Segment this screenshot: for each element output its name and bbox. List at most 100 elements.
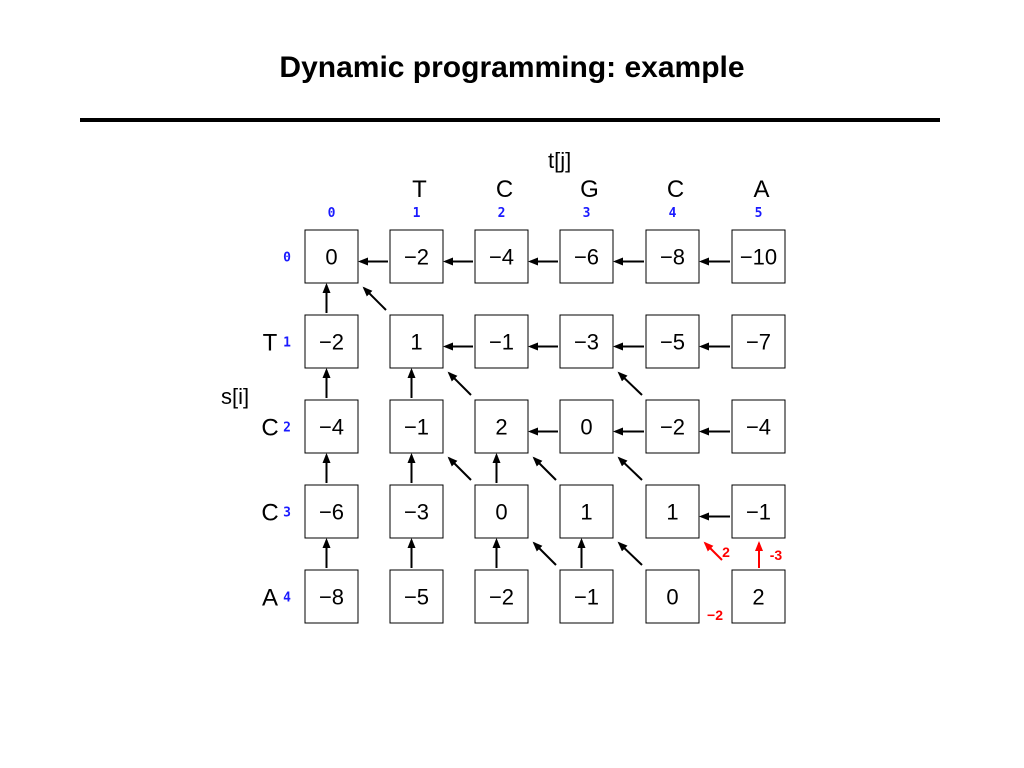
s-letter: T xyxy=(263,330,278,357)
cell-box xyxy=(645,484,700,539)
s-axis-label: s[i] xyxy=(221,384,249,409)
cell-box xyxy=(389,569,444,624)
cell-value: 1 xyxy=(580,500,592,525)
cell-box xyxy=(474,229,529,284)
matrix-cell: 1 xyxy=(559,484,614,539)
t-letter: C xyxy=(667,176,684,203)
cell-box xyxy=(731,314,786,369)
cell-value: 1 xyxy=(666,500,678,525)
cell-box xyxy=(645,569,700,624)
cell-value: −1 xyxy=(574,585,599,610)
matrix-cell: 2 xyxy=(474,399,529,454)
cell-value: 2 xyxy=(752,585,764,610)
cell-value: −8 xyxy=(319,585,344,610)
row-index: 4 xyxy=(283,591,291,606)
cell-value: −4 xyxy=(319,415,344,440)
column-index: 0 xyxy=(328,206,336,221)
matrix-cell: −2 xyxy=(645,399,700,454)
matrix-cell: −3 xyxy=(389,484,444,539)
s-letter: C xyxy=(261,500,278,527)
diagonal-pointer-arrow xyxy=(532,541,557,566)
cell-value: −1 xyxy=(489,330,514,355)
cell-box xyxy=(559,399,614,454)
cell-box xyxy=(731,229,786,284)
cell-box xyxy=(559,569,614,624)
cell-value: 0 xyxy=(580,415,592,440)
cell-box xyxy=(731,484,786,539)
diagonal-pointer-arrow xyxy=(617,456,643,481)
s-letter: A xyxy=(262,585,278,612)
final-cell-scores: 2-3−2 xyxy=(707,544,782,623)
t-letter: G xyxy=(580,176,599,203)
cell-value: −3 xyxy=(404,500,429,525)
cell-box xyxy=(474,314,529,369)
cell-box xyxy=(389,484,444,539)
matrix-cell: −1 xyxy=(559,569,614,624)
matrix-cell: −6 xyxy=(559,229,614,284)
t-letter: C xyxy=(496,176,513,203)
cell-value: −4 xyxy=(489,245,514,270)
t-axis-label: t[j] xyxy=(548,148,571,173)
diagonal-pointer-arrow xyxy=(362,286,387,311)
matrix-cell: −1 xyxy=(389,399,444,454)
cell-value: 0 xyxy=(495,500,507,525)
cell-value: −5 xyxy=(404,585,429,610)
matrix-cell: −1 xyxy=(474,314,529,369)
t-letter: A xyxy=(753,176,769,203)
cell-box xyxy=(304,399,359,454)
cell-box xyxy=(474,399,529,454)
cell-value: −3 xyxy=(574,330,599,355)
page-title: Dynamic programming: example xyxy=(279,51,745,84)
matrix-cell: −10 xyxy=(731,229,786,284)
matrix-cell: −3 xyxy=(559,314,614,369)
cell-value: −2 xyxy=(660,415,685,440)
diagonal-pointer-arrow xyxy=(532,456,557,481)
cell-value: −8 xyxy=(660,245,685,270)
column-index: 3 xyxy=(583,206,591,221)
row-index: 1 xyxy=(283,336,291,351)
matrix-cell: −7 xyxy=(731,314,786,369)
matrix-cell: −2 xyxy=(304,314,359,369)
cell-value: −10 xyxy=(740,245,777,270)
matrix-cell: 0 xyxy=(304,229,359,284)
row-index: 3 xyxy=(283,506,291,521)
cell-value: −2 xyxy=(319,330,344,355)
cell-value: −6 xyxy=(574,245,599,270)
cell-value: −2 xyxy=(489,585,514,610)
cell-box xyxy=(474,569,529,624)
cell-value: 0 xyxy=(666,585,678,610)
s-letter: C xyxy=(261,415,278,442)
cell-box xyxy=(645,229,700,284)
cell-value: −6 xyxy=(319,500,344,525)
column-index: 4 xyxy=(669,206,677,221)
matrix-cell: −2 xyxy=(474,569,529,624)
cell-value: −2 xyxy=(404,245,429,270)
matrix-cell: 0 xyxy=(645,569,700,624)
matrix-cell: −1 xyxy=(731,484,786,539)
cell-box xyxy=(645,399,700,454)
matrix-cell: −4 xyxy=(474,229,529,284)
cell-box xyxy=(389,399,444,454)
cell-value: −7 xyxy=(746,330,771,355)
cell-value: −5 xyxy=(660,330,685,355)
matrix-cell: −8 xyxy=(304,569,359,624)
matrix-cell: 2 xyxy=(731,569,786,624)
cell-box xyxy=(559,484,614,539)
cell-value: 1 xyxy=(410,330,422,355)
cell-box xyxy=(559,229,614,284)
column-index: 1 xyxy=(413,206,421,221)
diagonal-pointer-arrow xyxy=(447,371,472,396)
cell-box xyxy=(645,314,700,369)
matrix-cell: 1 xyxy=(645,484,700,539)
t-letter: T xyxy=(412,176,427,203)
cell-box xyxy=(304,484,359,539)
diagonal-pointer-arrow xyxy=(447,456,472,481)
left-score: −2 xyxy=(707,607,723,623)
row-index: 0 xyxy=(283,251,291,266)
cell-box xyxy=(731,399,786,454)
matrix-cell: 0 xyxy=(559,399,614,454)
